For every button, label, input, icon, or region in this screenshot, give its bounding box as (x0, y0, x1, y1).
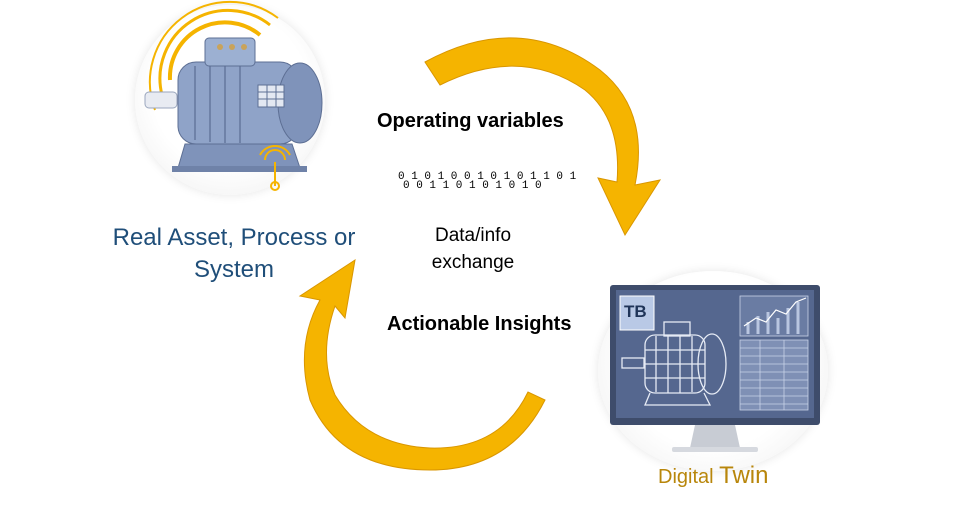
binary-data: 0 1 0 1 0 0 1 0 1 0 1 1 0 1 0 0 1 1 0 1 … (398, 171, 576, 192)
real-asset-label: Real Asset, Process or System (112, 224, 356, 283)
operating-variables-label: Operating variables (377, 110, 564, 132)
twin-word: Twin (719, 462, 769, 489)
binary-bottom-row: 0 0 1 1 0 1 0 1 0 1 0 (403, 180, 542, 192)
top-arrow-icon (424, 37, 662, 237)
data-table-icon (739, 339, 809, 411)
line-chart-icon (739, 295, 809, 337)
wireframe-motor-icon (621, 321, 727, 406)
motor-icon (144, 0, 323, 172)
wireless-signal-icon (259, 145, 291, 191)
data-exchange-label: Data/info exchange (431, 225, 515, 273)
actionable-insights-label: Actionable Insights (387, 313, 572, 335)
digital-word: Digital (658, 466, 714, 488)
binary-top-row: 0 1 0 1 0 0 1 0 1 0 1 1 0 1 (398, 171, 577, 183)
tb-badge: TB (624, 302, 647, 321)
digital-twin-label: Digital Twin (658, 462, 769, 490)
bottom-arrow-icon (298, 258, 546, 471)
